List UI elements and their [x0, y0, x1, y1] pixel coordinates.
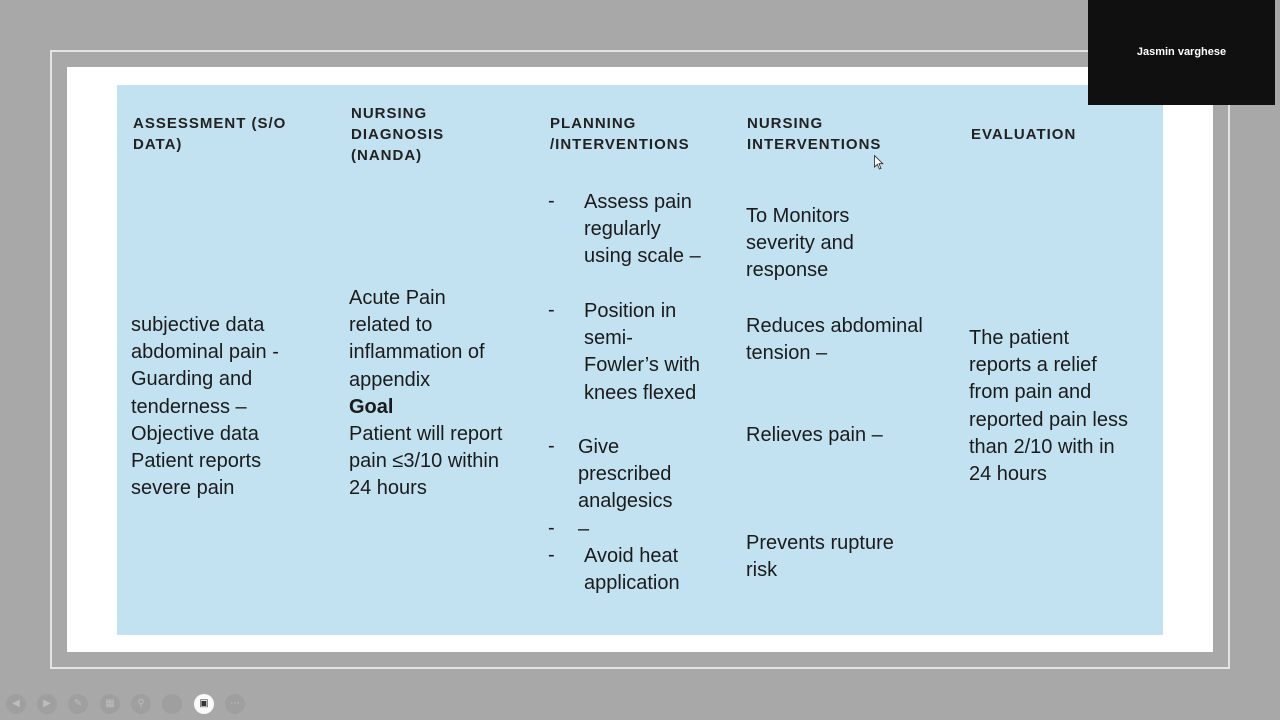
planning-bullet: -	[548, 190, 555, 212]
slides-icon[interactable]: ▦	[100, 694, 120, 714]
planning-item: Give prescribed analgesics	[578, 436, 673, 513]
assessment-cell: subjective data abdominal pain - Guardin…	[131, 314, 279, 500]
participant-video-tile[interactable]: Jasmin varghese	[1088, 0, 1275, 105]
slide-frame	[50, 50, 1230, 669]
mouse-cursor-icon	[874, 155, 884, 170]
blank-icon[interactable]	[162, 694, 182, 714]
previous-icon[interactable]: ◀	[6, 694, 26, 714]
more-icon[interactable]: ⋯	[225, 694, 245, 714]
participant-name: Jasmin varghese	[1136, 46, 1227, 58]
intervention-item: Relieves pain –	[746, 424, 883, 446]
planning-bullet: -	[548, 435, 555, 457]
header-interventions: NURSING INTERVENTIONS	[747, 115, 882, 153]
header-planning: PLANNING /INTERVENTIONS	[550, 115, 690, 153]
zoom-icon[interactable]: ⚲	[131, 694, 151, 714]
planning-bullet: -	[548, 299, 555, 321]
camera-icon[interactable]: ▣	[194, 694, 214, 714]
planning-bullet: -	[548, 517, 555, 539]
evaluation-cell: The patient reports a relief from pain a…	[969, 327, 1128, 486]
planning-item: –	[578, 518, 590, 540]
planning-item: Avoid heat application	[584, 545, 680, 595]
care-plan-table: ASSESSMENT (S/O DATA) NURSING DIAGNOSIS …	[117, 85, 1163, 635]
next-icon[interactable]: ▶	[37, 694, 57, 714]
intervention-item: Prevents rupture risk	[746, 532, 894, 582]
goal-text: Patient will report pain ≤3/10 within 24…	[349, 423, 503, 500]
planning-item: Assess pain regularly using scale –	[584, 191, 701, 268]
header-diagnosis: NURSING DIAGNOSIS (NANDA)	[351, 105, 445, 164]
intervention-item: Reduces abdominal tension –	[746, 315, 923, 365]
header-evaluation: EVALUATION	[971, 126, 1077, 143]
pen-icon[interactable]: ✎	[68, 694, 88, 714]
header-assessment: ASSESSMENT (S/O DATA)	[133, 115, 287, 153]
goal-label: Goal	[349, 396, 394, 418]
diagnosis-cell: Acute Pain related to inflammation of ap…	[349, 287, 485, 391]
planning-bullet: -	[548, 544, 555, 566]
intervention-item: To Monitors severity and response	[746, 205, 854, 282]
planning-item: Position in semi- Fowler’s with knees fl…	[584, 300, 700, 404]
